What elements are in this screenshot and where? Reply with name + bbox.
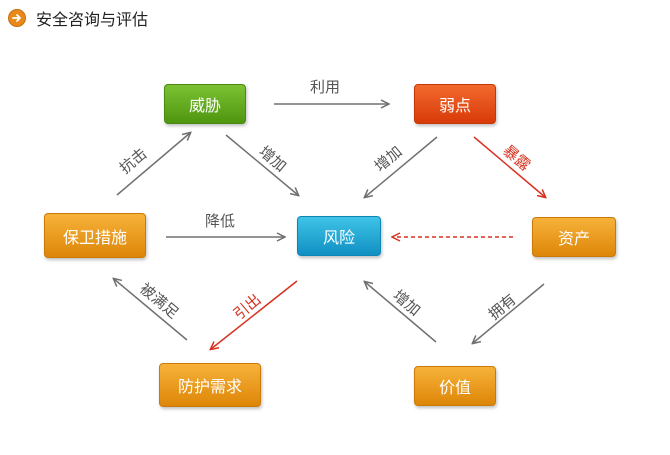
node-protection-need: 防护需求: [159, 363, 261, 407]
node-risk: 风险: [297, 216, 381, 256]
page-title: 安全咨询与评估: [36, 10, 149, 29]
edge-label-use: 利用: [310, 78, 341, 96]
edge-increase-vuln-arrow: [365, 136, 438, 197]
node-value: 价值: [414, 366, 496, 406]
edge-label-reduce: 降低: [205, 212, 236, 230]
node-threat: 威胁: [164, 84, 246, 124]
node-asset: 资产: [532, 217, 616, 257]
edge-increase-value-arrow: [365, 282, 437, 343]
edge-counter-arrow: [116, 133, 190, 196]
node-safeguard: 保卫措施: [44, 213, 146, 258]
edge-expose-arrow: [473, 136, 545, 197]
edge-own-arrow: [473, 283, 545, 343]
arrow-right-circle-icon: [8, 9, 26, 27]
page-header: 安全咨询与评估: [8, 6, 148, 30]
edge-derive-arrow: [211, 280, 298, 349]
edge-increase-threat-arrow: [225, 134, 298, 195]
edge-satisfied-arrow: [114, 279, 188, 341]
node-vulnerability: 弱点: [414, 84, 496, 124]
